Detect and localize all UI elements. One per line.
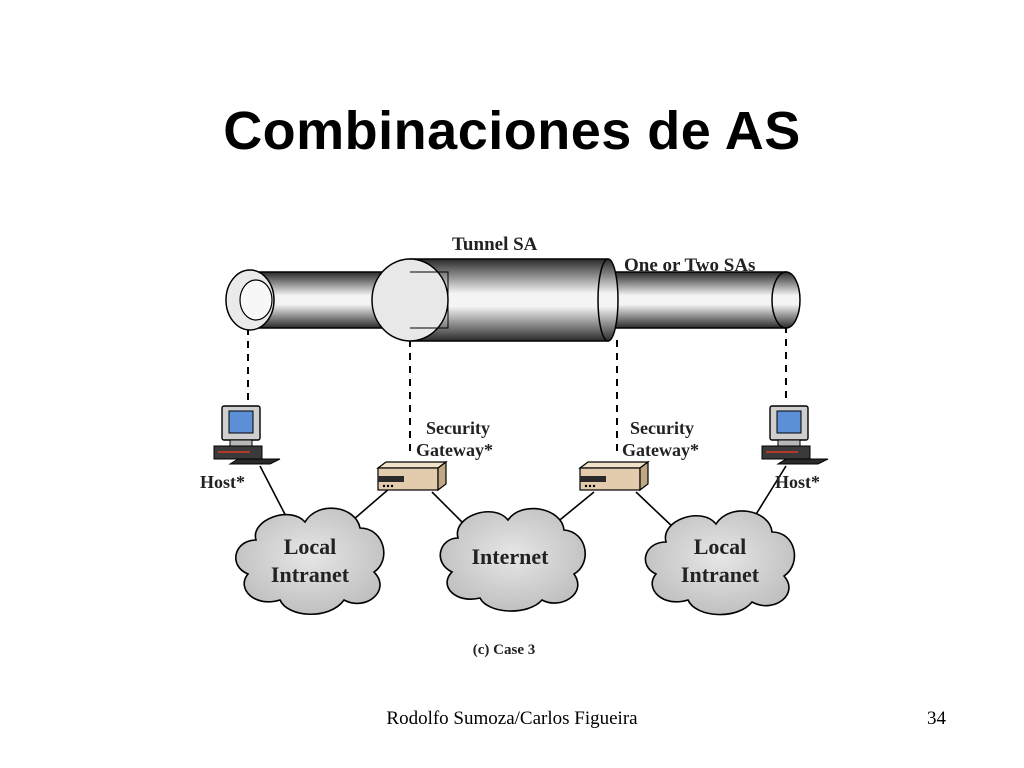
dashed-connectors	[247, 326, 787, 455]
cloud-right-label-line1: Local	[694, 534, 747, 559]
cloud-left-label-line1: Local	[284, 534, 337, 559]
gateway-left-label-line2: Gateway*	[416, 440, 493, 460]
cloud-internet-label: Internet	[472, 544, 550, 569]
cloud-local-intranet-right: Local Intranet	[644, 510, 796, 616]
security-gateway-left: Security Gateway*	[376, 418, 493, 492]
cloud-internet: Internet	[439, 507, 586, 612]
host-right-label: Host*	[775, 472, 820, 492]
cloud-icon	[235, 507, 385, 616]
host-right: Host*	[761, 405, 829, 492]
tunnel-sa-pipe	[371, 258, 619, 342]
slide-title: Combinaciones de AS	[223, 101, 801, 161]
tunnel-sa-label: Tunnel SA	[452, 234, 538, 255]
cloud-left-label-line2: Intranet	[271, 562, 350, 587]
footer-author: Rodolfo Sumoza/Carlos Figueira	[386, 708, 638, 729]
gateway-right-label-line2: Gateway*	[622, 440, 699, 460]
cloud-local-intranet-left: Local Intranet	[235, 507, 385, 616]
security-gateway-right: Security Gateway*	[578, 418, 699, 492]
computer-icon	[761, 405, 829, 465]
outer-sa-label: One or Two SAs	[624, 255, 755, 276]
page-number: 34	[927, 708, 946, 729]
diagram-caption: (c) Case 3	[473, 642, 535, 658]
cloud-right-label-line2: Intranet	[681, 562, 760, 587]
cloud-icon	[439, 507, 586, 612]
host-left-label: Host*	[200, 472, 245, 492]
gateway-icon	[578, 460, 650, 492]
host-left: Host*	[200, 405, 281, 492]
gateway-left-label-line1: Security	[426, 418, 490, 438]
gateway-right-label-line1: Security	[630, 418, 694, 438]
gateway-icon	[376, 460, 448, 492]
computer-icon	[213, 405, 281, 465]
cloud-icon	[644, 510, 796, 616]
link-gateway-right-cloud	[635, 491, 677, 531]
